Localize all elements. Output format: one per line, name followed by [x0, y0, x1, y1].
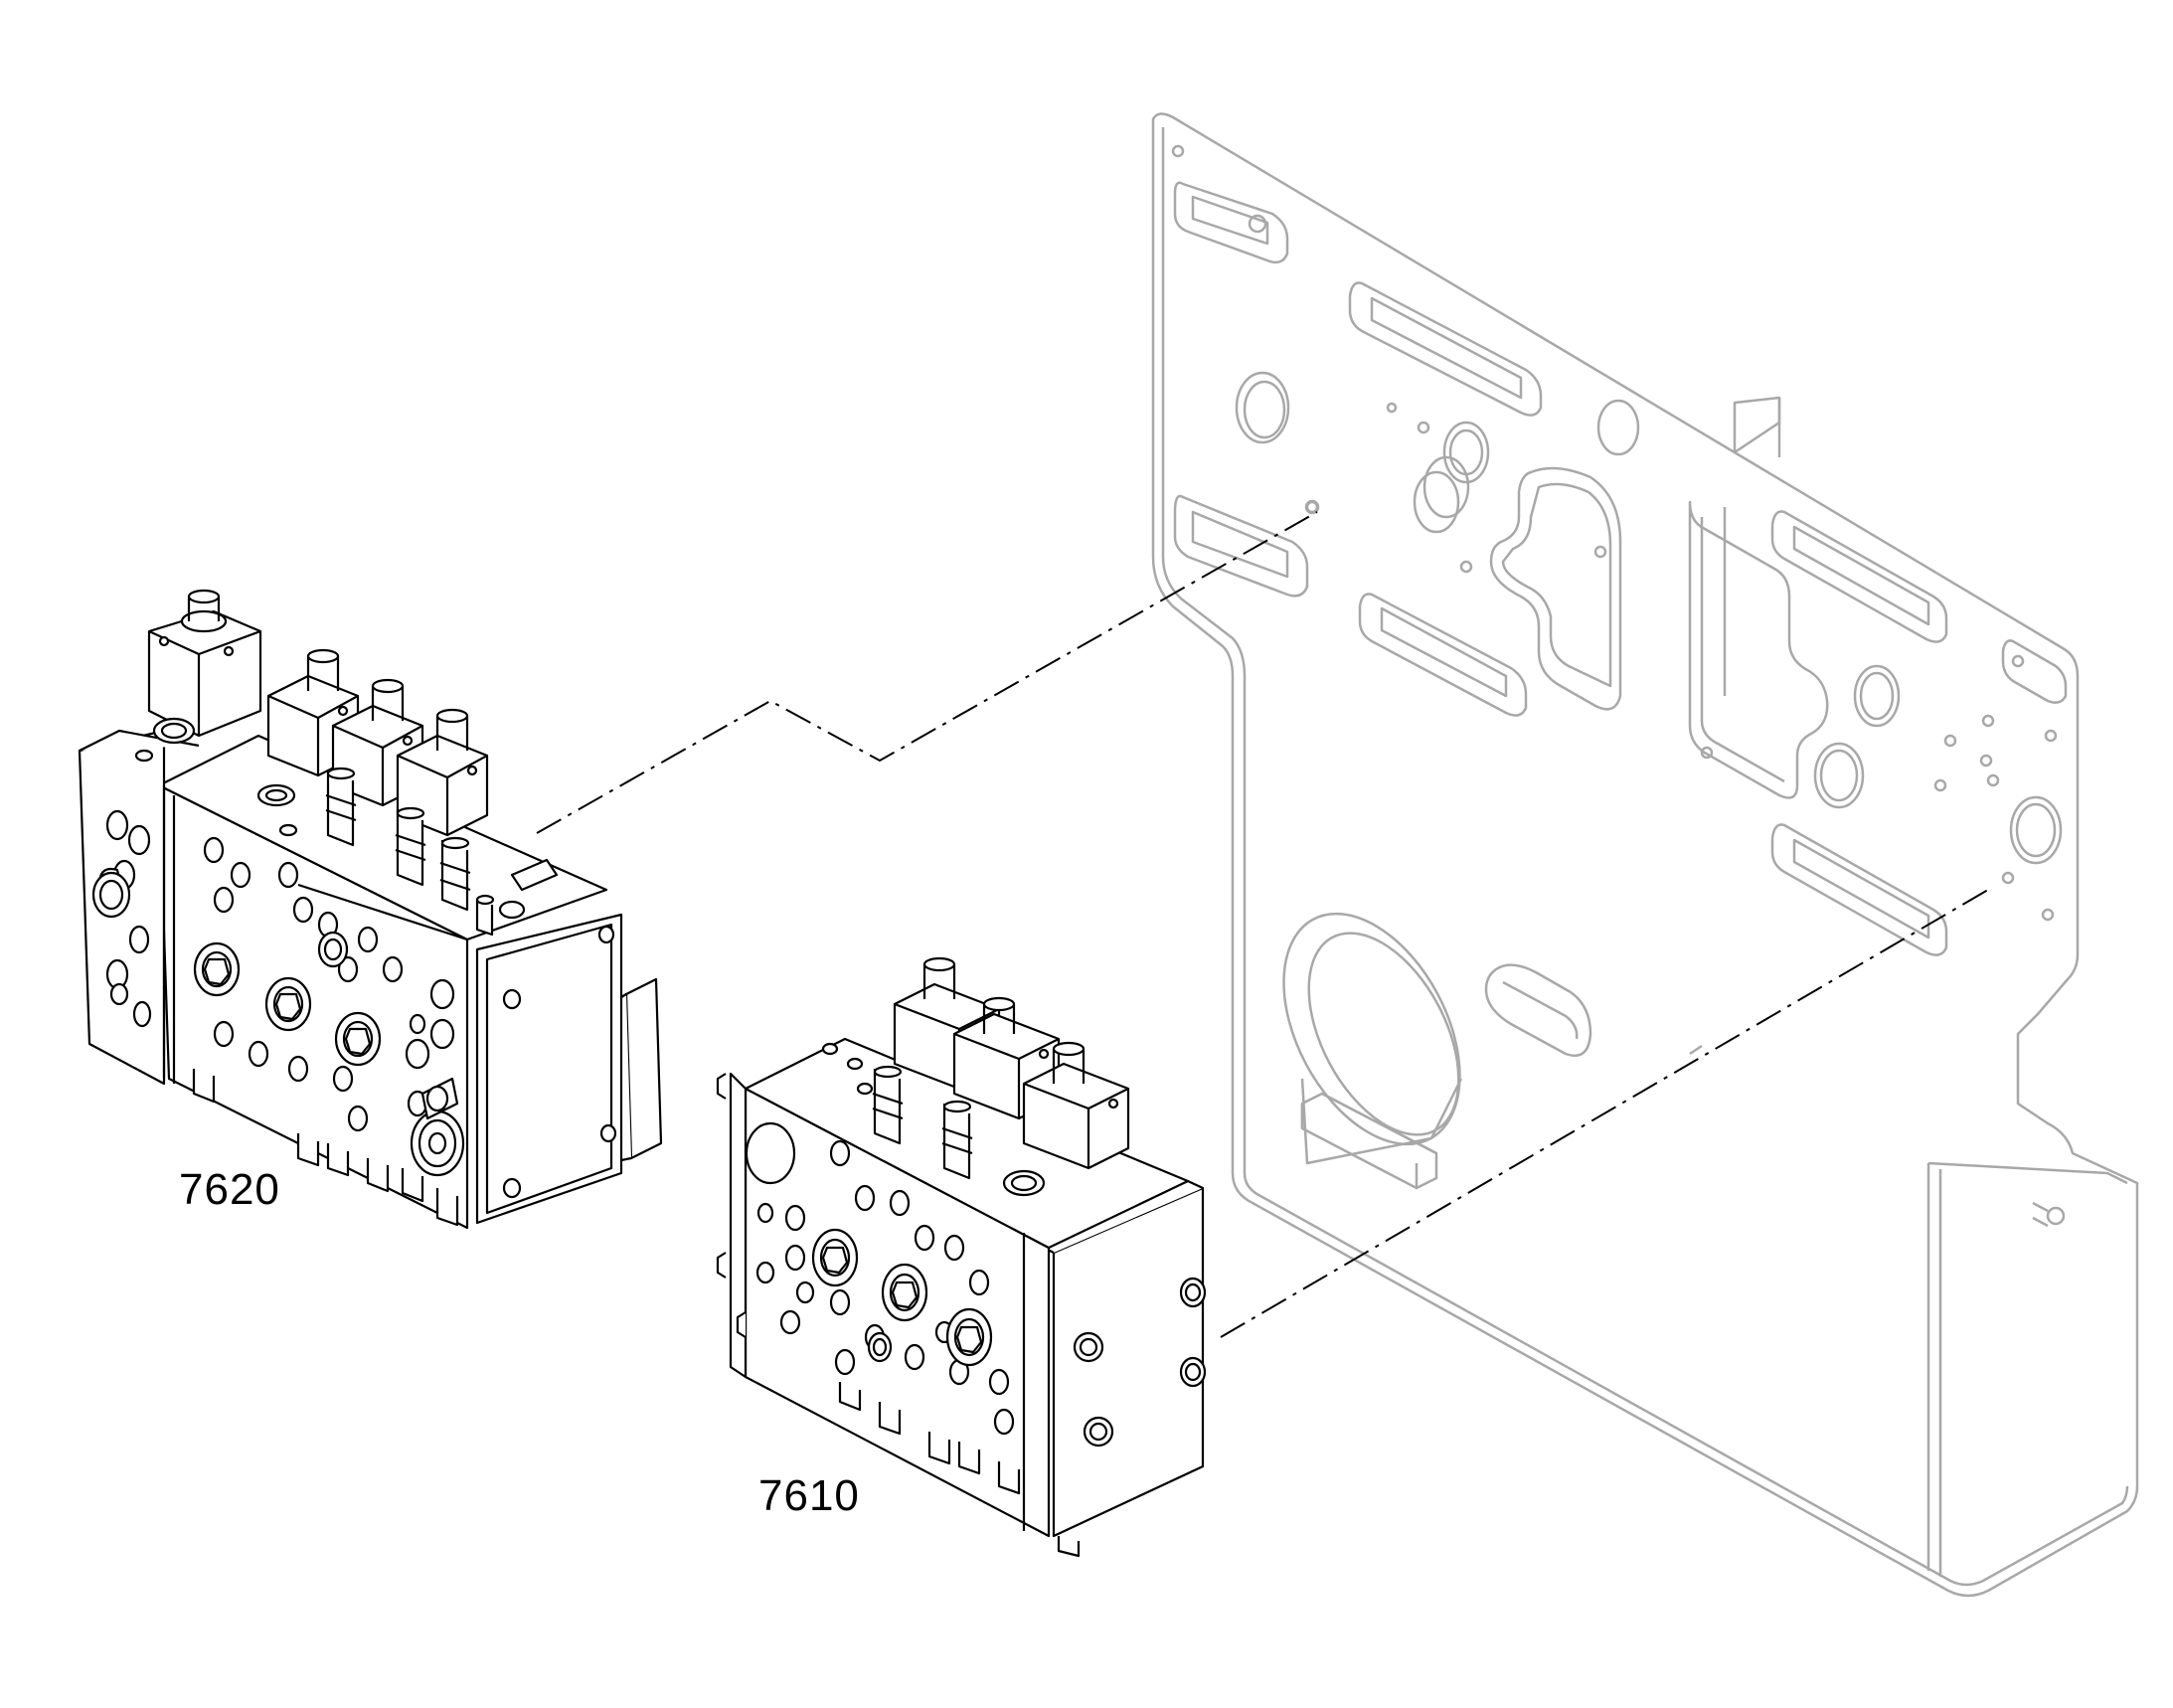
fitting-7620-d — [475, 894, 495, 937]
fitting-7620-b — [395, 806, 426, 887]
fitting-7620-c — [439, 836, 471, 912]
valve-block-7610 — [716, 956, 1207, 1558]
fitting-7620-a — [325, 767, 357, 847]
mounting-frame — [1151, 112, 2139, 1598]
fitting-7610-a — [872, 1065, 904, 1145]
callout-label-7620: 7620 — [179, 1165, 280, 1214]
plug-7620-c — [334, 1011, 382, 1067]
fitting-7610-b — [941, 1100, 973, 1180]
plug-7610-b — [881, 1263, 928, 1322]
plug-7610-a — [811, 1228, 859, 1287]
valve-block-7620 — [78, 589, 663, 1230]
leader-line-7610 — [1220, 889, 1989, 1338]
top-valve-7610-c — [1022, 1041, 1130, 1170]
plug-7610-c — [945, 1307, 993, 1367]
plug-7620-a — [193, 941, 241, 997]
plug-7620-b — [264, 976, 312, 1032]
callout-label-7610: 7610 — [758, 1471, 860, 1520]
leader-line-7620 — [536, 511, 1318, 834]
leader-lines — [536, 511, 1989, 1338]
